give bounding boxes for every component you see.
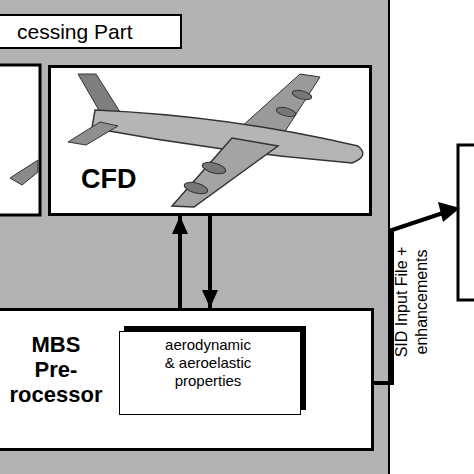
process-box: CFD <box>48 65 372 216</box>
processing-band: CFD aerodynamic & aeroelastic properties M… <box>0 0 390 474</box>
process-box: aerodynamic & aeroelastic properties MBS … <box>0 308 374 451</box>
box-title: MBS Pre- rocessor <box>9 332 103 407</box>
output-arrow-head <box>438 202 460 222</box>
flow-arrow <box>208 216 212 308</box>
flow-arrow <box>178 216 182 308</box>
band-heading: cessing Part <box>0 14 182 49</box>
box-title: CFD <box>81 164 137 195</box>
property-box: aerodynamic & aeroelastic properties <box>119 331 301 415</box>
box-text: aerodynamic & aeroelastic properties <box>158 336 258 390</box>
arrow-label: SID Input File + enhancements <box>392 232 432 372</box>
partial-box-right <box>458 145 474 300</box>
